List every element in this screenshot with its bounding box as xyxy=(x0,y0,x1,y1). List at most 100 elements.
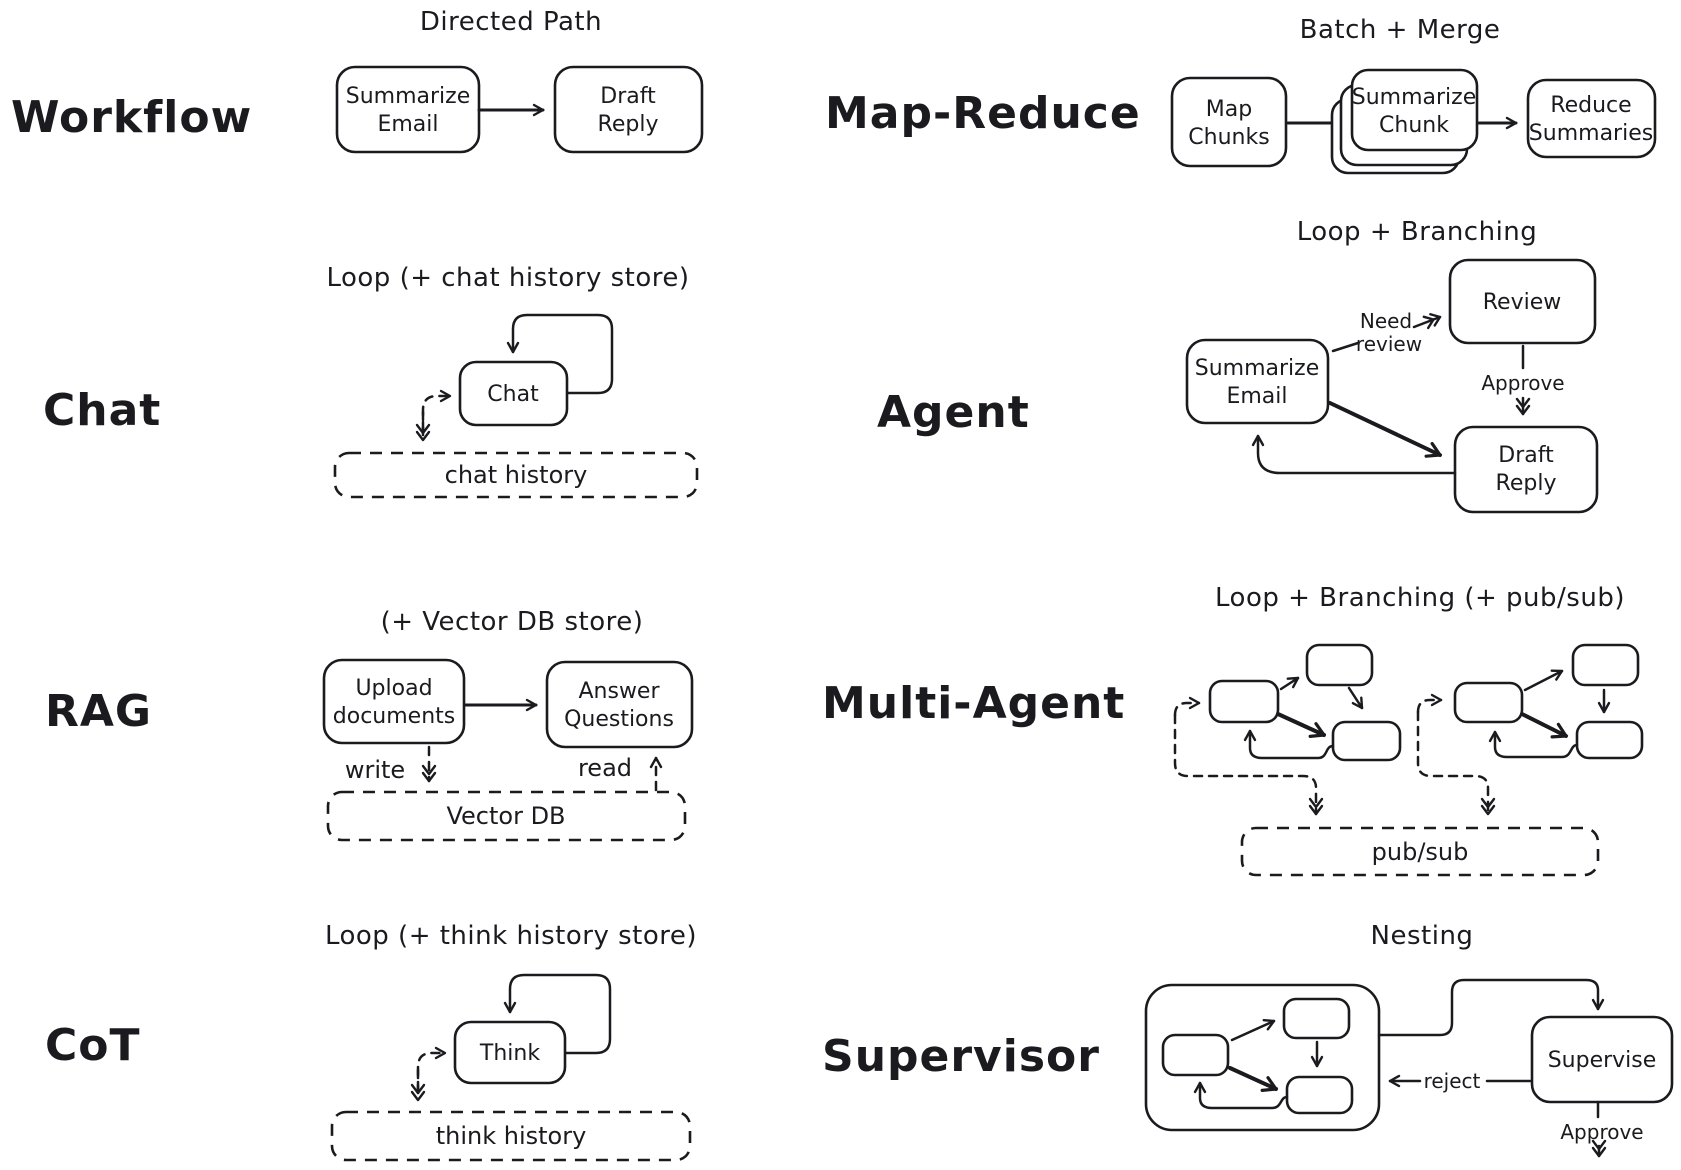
workflow-summarize-email-text-2: Email xyxy=(377,112,438,137)
think-history-read-arrow xyxy=(416,1046,447,1092)
multi-agent-title: Loop + Branching (+ pub/sub) xyxy=(1215,583,1625,613)
reduce-summaries-node xyxy=(1526,78,1657,159)
workflow-summarize-email-node xyxy=(335,65,481,154)
agent-approve-text: Approve xyxy=(1481,371,1564,395)
agent-need-review-text-2: review xyxy=(1356,332,1422,356)
upload-documents-text-2: documents xyxy=(333,704,455,729)
supervisor-inner-branch-arrow xyxy=(1230,1018,1276,1042)
supervisor-inner-start-node xyxy=(1161,1033,1230,1077)
agent-need-review-arrow xyxy=(1412,313,1442,330)
chat-title: Loop (+ chat history store) xyxy=(326,263,689,293)
multi-agent-left-start-node xyxy=(1208,679,1280,724)
supervisor-inner-diagonal-arrow xyxy=(1228,1066,1278,1092)
vector-db-store-text: Vector DB xyxy=(446,802,565,830)
cot-label: CoT xyxy=(45,1020,141,1071)
summarize-chunk-node xyxy=(1350,68,1479,152)
workflow-draft-reply-text-1: Draft xyxy=(600,84,656,109)
supervisor-approve-text: Approve xyxy=(1560,1120,1643,1144)
supervise-node xyxy=(1530,1015,1674,1104)
agent-review-node xyxy=(1448,258,1597,345)
multi-agent-right-loop-arrow xyxy=(1488,730,1579,759)
workflow-section: Workflow Directed Path Summarize Email D… xyxy=(11,7,704,154)
chat-section: Chat Loop (+ chat history store) Chat ch… xyxy=(43,263,699,499)
chat-history-store xyxy=(333,451,699,499)
answer-questions-text-2: Questions xyxy=(564,707,674,732)
answer-questions-node xyxy=(545,660,694,749)
map-chunks-node xyxy=(1170,76,1288,168)
supervisor-inner-loop-arrow xyxy=(1193,1081,1289,1110)
agent-label: Agent xyxy=(877,387,1030,438)
chat-history-store-text: chat history xyxy=(445,461,588,489)
multi-agent-left-down-arrow xyxy=(1347,686,1364,710)
agent-draft-to-summarize-loop-arrow xyxy=(1251,434,1457,475)
supervisor-label: Supervisor xyxy=(822,1031,1100,1082)
agent-summarize-email-node xyxy=(1185,338,1330,425)
pub-sub-store-text: pub/sub xyxy=(1372,838,1469,866)
agent-summarize-to-draft-arrow xyxy=(1328,401,1442,458)
multi-agent-right-diagonal-arrow xyxy=(1520,712,1568,739)
multi-agent-left-loop-arrow xyxy=(1243,729,1335,760)
rag-label: RAG xyxy=(45,686,152,737)
summarize-chunk-text-2: Chunk xyxy=(1379,113,1449,138)
map-reduce-section: Map-Reduce Batch + Merge Map Chunks Summ… xyxy=(825,15,1657,175)
cot-section: CoT Loop (+ think history store) Think t… xyxy=(45,921,697,1162)
think-history-store-text: think history xyxy=(436,1122,587,1150)
multi-agent-left-branch-arrow xyxy=(1279,676,1300,691)
multi-agent-right-start-node xyxy=(1453,681,1524,724)
multi-agent-right-branch-arrow xyxy=(1523,669,1564,692)
map-reduce-label: Map-Reduce xyxy=(825,88,1141,139)
workflow-draft-reply-node xyxy=(553,65,704,154)
map-chunks-text-1: Map xyxy=(1206,97,1252,122)
vector-db-store xyxy=(326,790,687,842)
chat-node xyxy=(458,360,569,427)
upload-documents-text-1: Upload xyxy=(355,676,432,701)
chat-node-text: Chat xyxy=(487,382,539,407)
think-history-store xyxy=(330,1110,692,1162)
think-node-text: Think xyxy=(479,1041,540,1066)
agent-title: Loop + Branching xyxy=(1297,217,1538,247)
multi-agent-right-top-node xyxy=(1571,643,1640,687)
workflow-label: Workflow xyxy=(11,92,252,143)
rag-read-text: read xyxy=(578,754,632,782)
agent-review-text: Review xyxy=(1483,290,1562,315)
multi-agent-left-top-node xyxy=(1305,643,1374,687)
chat-label: Chat xyxy=(43,385,161,436)
rag-write-text: write xyxy=(345,756,405,784)
rag-title: (+ Vector DB store) xyxy=(381,607,644,637)
workflow-title: Directed Path xyxy=(420,7,602,37)
agent-draft-reply-node xyxy=(1453,425,1599,514)
reduce-summaries-text-1: Reduce xyxy=(1550,93,1631,118)
chat-history-read-arrow xyxy=(421,389,452,432)
cot-self-loop-arrow xyxy=(503,973,612,1055)
supervisor-title: Nesting xyxy=(1371,921,1474,951)
upload-documents-node xyxy=(322,658,466,745)
supervisor-section: Supervisor Nesting Supervise reject Appr… xyxy=(822,921,1674,1158)
multi-agent-right-bottom-node xyxy=(1575,720,1644,760)
agent-need-review-text-1: Need xyxy=(1360,309,1412,333)
workflow-draft-reply-text-2: Reply xyxy=(598,112,659,137)
agent-draft-reply-text-2: Reply xyxy=(1496,471,1557,496)
supervisor-container-to-supervise-arrow xyxy=(1377,978,1605,1037)
agent-summarize-email-text-2: Email xyxy=(1226,384,1287,409)
multi-agent-label: Multi-Agent xyxy=(822,678,1125,729)
supervisor-inner-top-node xyxy=(1282,997,1351,1040)
multi-agent-right-pub-arrow xyxy=(1416,710,1496,816)
multi-agent-left-pub-arrow xyxy=(1173,713,1324,816)
supervise-node-text: Supervise xyxy=(1548,1048,1657,1073)
multi-agent-left-diagonal-arrow xyxy=(1276,712,1326,738)
chat-self-loop-arrow xyxy=(506,313,614,395)
rag-section: RAG (+ Vector DB store) Upload documents… xyxy=(45,607,694,842)
supervisor-inner-bottom-node xyxy=(1285,1075,1354,1115)
multi-agent-cluster-left xyxy=(1173,643,1402,816)
multi-agent-left-sub-arrow xyxy=(1173,696,1201,717)
reduce-summaries-text-2: Summaries xyxy=(1529,121,1653,146)
multi-agent-section: Multi-Agent Loop + Branching (+ pub/sub) xyxy=(822,583,1644,877)
map-chunks-text-2: Chunks xyxy=(1188,125,1269,150)
agent-section: Agent Loop + Branching Summarize Email R… xyxy=(877,217,1599,514)
multi-agent-right-sub-arrow xyxy=(1416,693,1443,714)
pub-sub-store xyxy=(1240,826,1600,877)
cot-title: Loop (+ think history store) xyxy=(325,921,697,951)
think-node xyxy=(453,1020,567,1085)
